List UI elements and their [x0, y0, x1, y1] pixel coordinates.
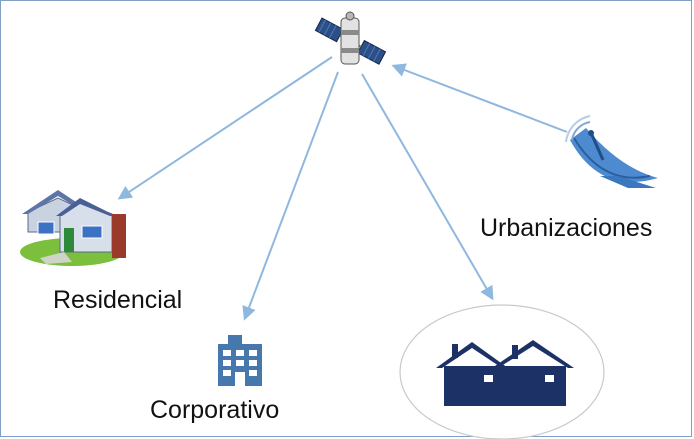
office-building-icon — [218, 335, 262, 386]
satellite-dish-icon — [565, 115, 658, 188]
arrow-to-corporativo — [242, 71, 339, 321]
satellite-icon — [314, 11, 387, 65]
two-houses-icon — [436, 340, 574, 406]
label-urbanizaciones: Urbanizaciones — [480, 214, 653, 242]
label-corporativo: Corporativo — [150, 396, 280, 424]
house-icon — [20, 190, 126, 266]
label-residencial: Residencial — [53, 286, 183, 314]
arrow-to-housing — [361, 73, 494, 301]
housing-group — [399, 304, 605, 439]
connection-arrows — [117, 56, 568, 321]
arrow-to-residencial — [117, 56, 333, 200]
arrow-from-urbanizaciones — [391, 63, 568, 133]
